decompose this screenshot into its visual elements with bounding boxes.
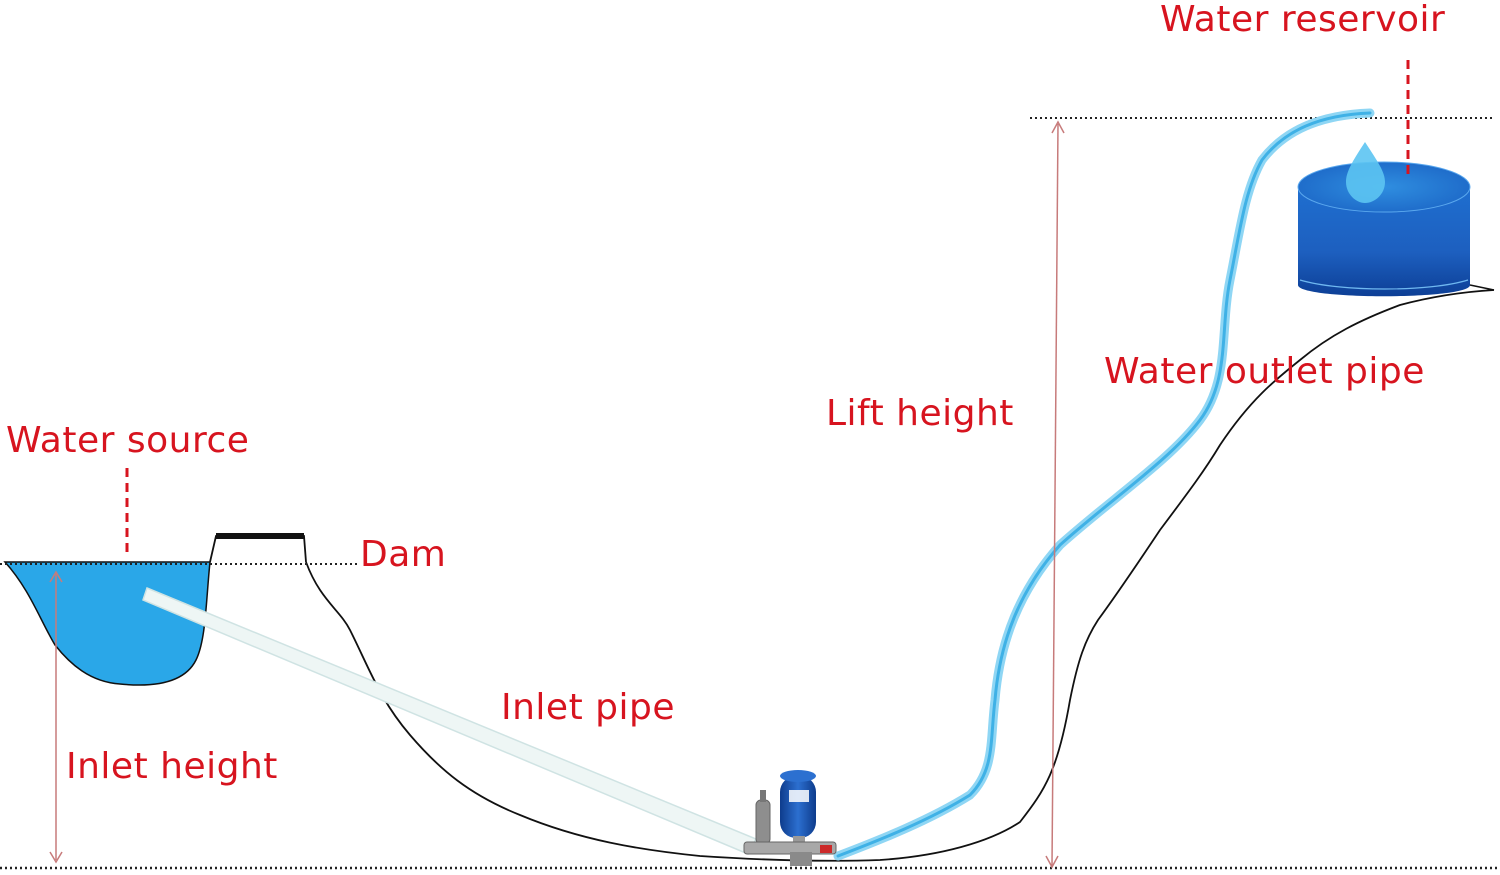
- inlet-pipe-label: Inlet pipe: [501, 687, 675, 728]
- water-source-label: Water source: [6, 420, 250, 461]
- lift-height-label: Lift height: [826, 393, 1014, 434]
- lift-height-arrow: [1045, 120, 1065, 869]
- water-outlet-pipe-label: Water outlet pipe: [1104, 351, 1425, 392]
- water-drop-icon: [1346, 142, 1385, 203]
- water-reservoir-tank: [1297, 142, 1495, 297]
- terrain-line: [305, 289, 1495, 862]
- inlet-height-arrow: [49, 570, 63, 864]
- inlet-height-label: Inlet height: [66, 746, 278, 787]
- dam: [209, 535, 307, 563]
- dam-label: Dam: [360, 534, 447, 575]
- water-source-pond: [3, 561, 211, 686]
- water-pump: [743, 770, 837, 866]
- water-outlet-pipe: [833, 108, 1375, 861]
- water-reservoir-label: Water reservoir: [1160, 0, 1446, 40]
